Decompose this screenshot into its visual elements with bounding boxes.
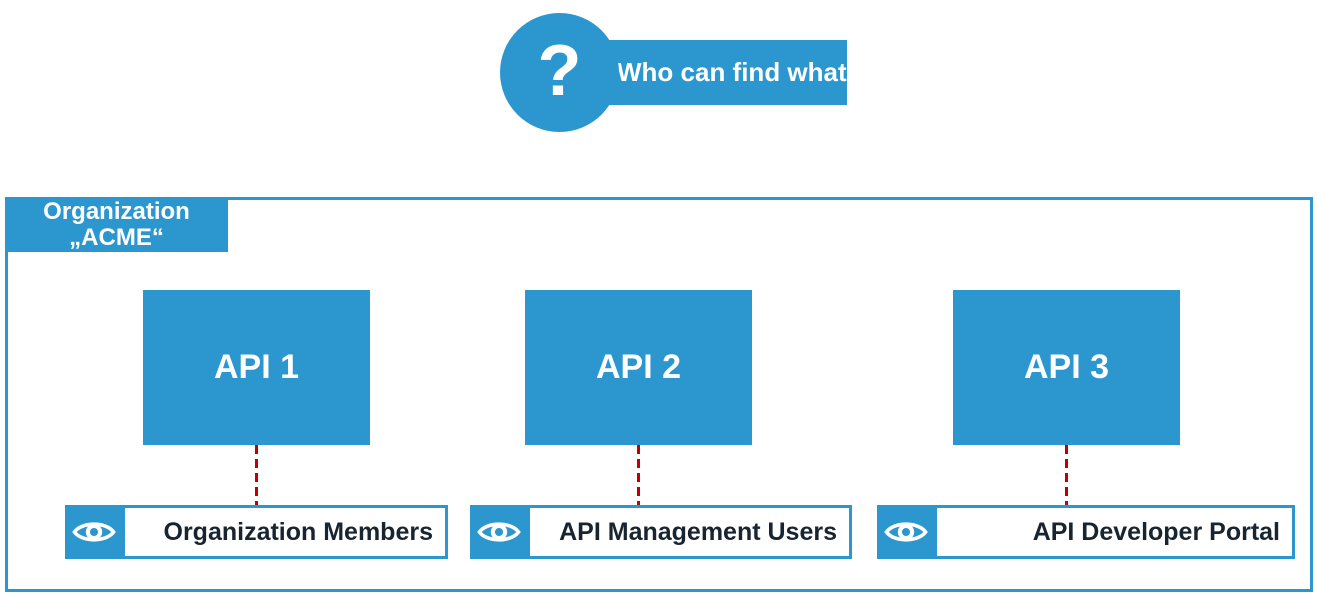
header-title: Who can find what — [617, 57, 847, 87]
organization-label-line2: „ACME“ — [69, 223, 164, 251]
audience-api-management-users: API Management Users — [470, 505, 852, 559]
audience-organization-members: Organization Members — [65, 505, 448, 559]
organization-boundary: Organization „ACME“ API 1 API 2 API 3 — [5, 197, 1313, 592]
audience-label-box: Organization Members — [122, 505, 448, 559]
connector-api1-audience — [255, 445, 258, 507]
eye-icon — [883, 522, 928, 542]
audience-label-box: API Developer Portal — [934, 505, 1295, 559]
question-circle: ? — [500, 13, 619, 132]
audience-label: API Developer Portal — [1032, 517, 1280, 546]
audience-api-developer-portal: API Developer Portal — [877, 505, 1295, 559]
question-mark-icon: ? — [537, 30, 582, 111]
organization-label: Organization „ACME“ — [5, 197, 228, 252]
visibility-icon-tile — [65, 505, 122, 559]
api-box-1-label: API 1 — [213, 348, 300, 386]
eye-icon — [71, 522, 116, 542]
api-box-2: API 2 — [525, 290, 752, 445]
connector-api2-audience — [637, 445, 640, 507]
api-box-3: API 3 — [953, 290, 1180, 445]
connector-api3-audience — [1065, 445, 1068, 507]
audience-label: Organization Members — [163, 517, 434, 546]
visibility-icon-tile — [470, 505, 527, 559]
api-box-2-label: API 2 — [595, 348, 682, 386]
eye-icon — [476, 522, 521, 542]
audience-label: API Management Users — [559, 517, 837, 546]
audience-label-box: API Management Users — [527, 505, 852, 559]
api-box-3-label: API 3 — [1023, 348, 1110, 386]
api-box-1: API 1 — [143, 290, 370, 445]
header-banner: Who can find what — [601, 40, 847, 105]
visibility-icon-tile — [877, 505, 934, 559]
organization-label-line1: Organization — [43, 197, 190, 225]
